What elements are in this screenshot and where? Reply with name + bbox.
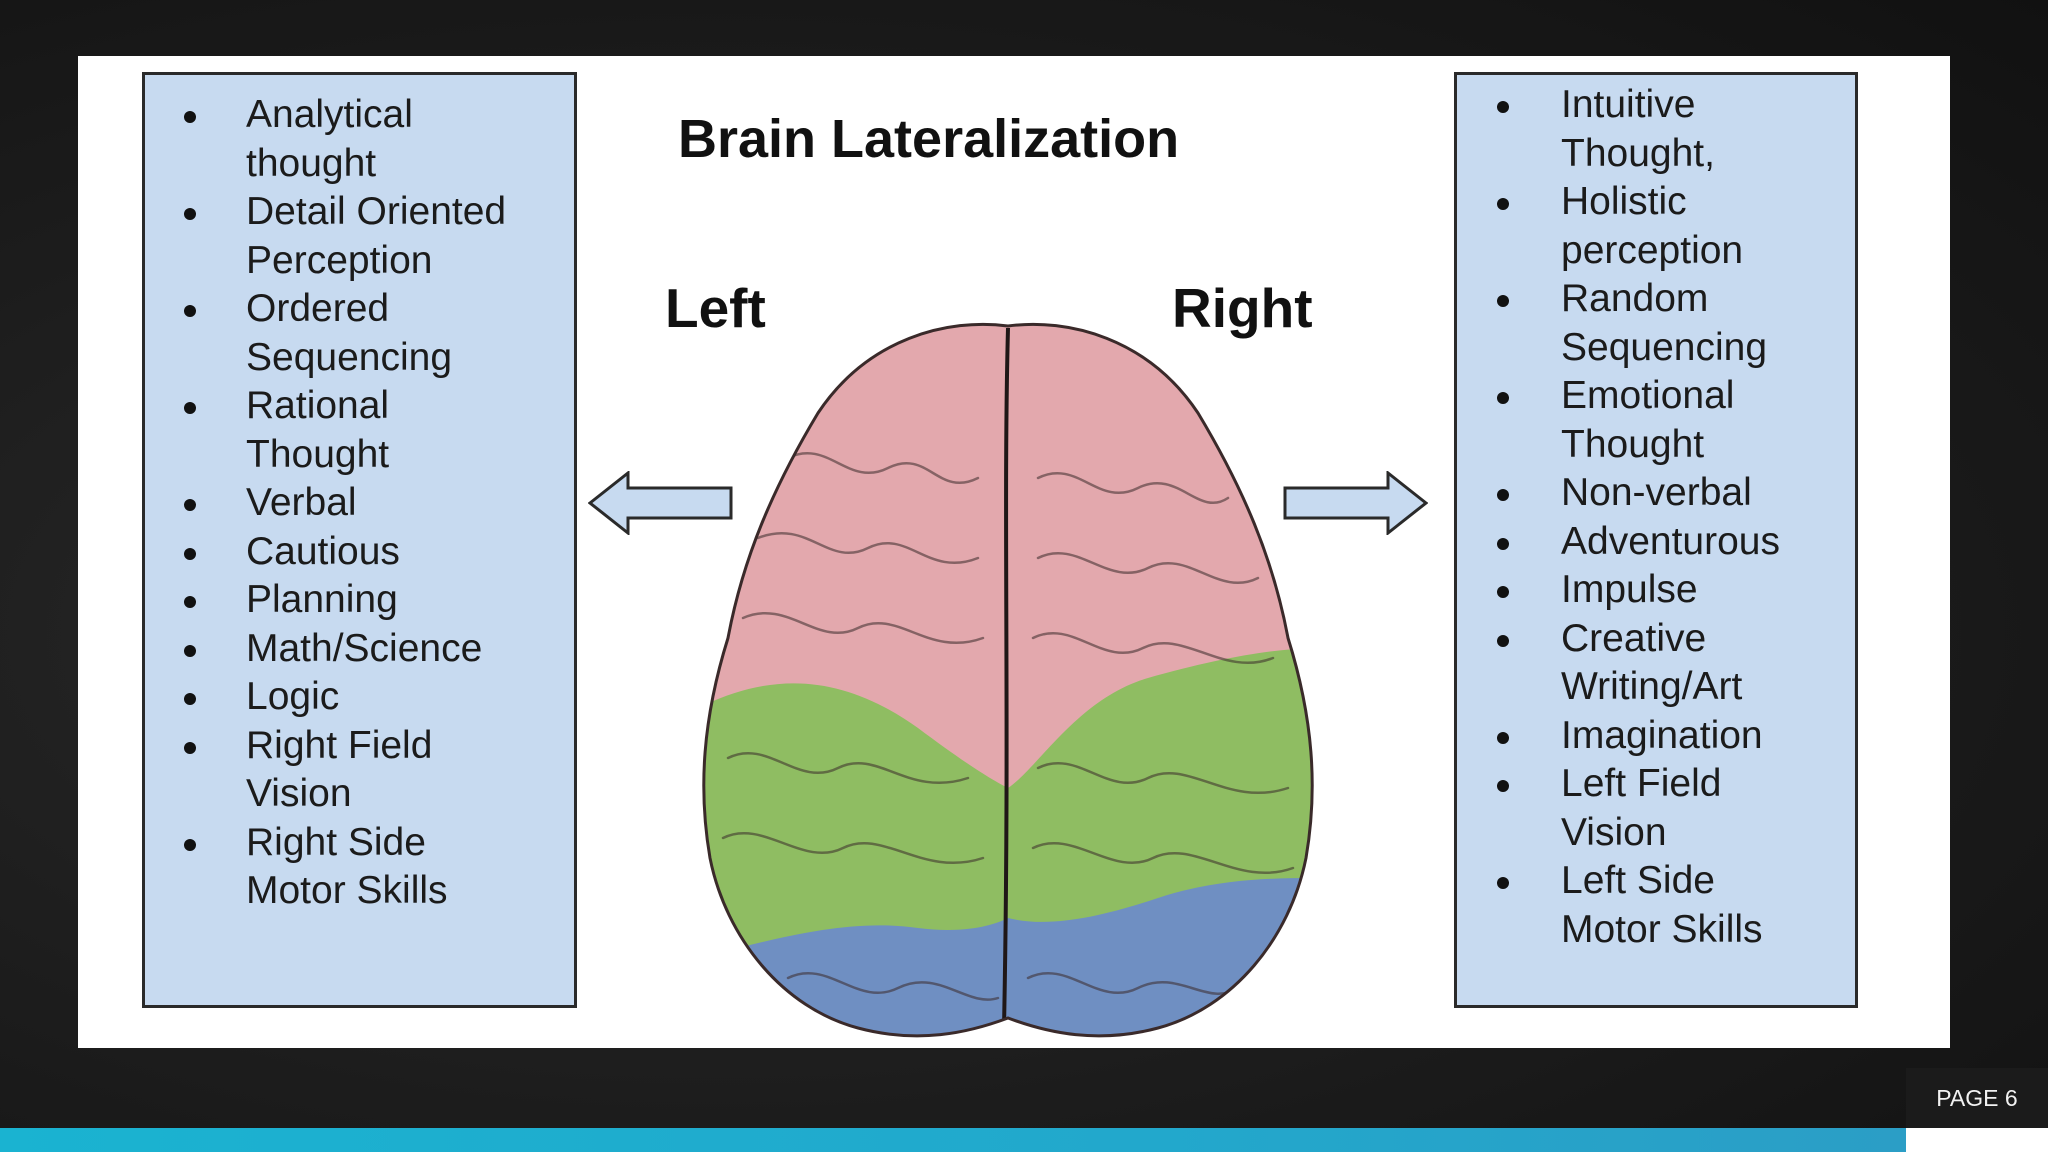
page-number-tab: PAGE 6 bbox=[1906, 1068, 2048, 1128]
right-trait-item: Non-verbal bbox=[1457, 469, 1821, 518]
left-trait-item: Verbal bbox=[145, 479, 546, 528]
brain-illustration bbox=[702, 322, 1314, 1038]
right-trait-item: Left Field Vision bbox=[1457, 760, 1761, 857]
left-trait-item: Planning bbox=[145, 576, 546, 625]
bottom-accent-bar bbox=[0, 1128, 1906, 1152]
page-number-label: PAGE 6 bbox=[1936, 1084, 2018, 1111]
left-traits-panel: Analytical thought Detail Oriented Perce… bbox=[142, 72, 577, 1008]
right-trait-item: Adventurous bbox=[1457, 518, 1821, 567]
left-trait-item: Right Field Vision bbox=[145, 722, 456, 819]
right-trait-item: Holistic perception bbox=[1457, 178, 1771, 275]
right-trait-item: Random Sequencing bbox=[1457, 275, 1791, 372]
longitudinal-fissure bbox=[1002, 327, 1010, 1029]
left-trait-item: Math/Science bbox=[145, 625, 546, 674]
bottom-bar-end bbox=[1906, 1128, 2048, 1152]
left-trait-item: Detail Oriented Perception bbox=[145, 188, 546, 285]
left-trait-item: Ordered Sequencing bbox=[145, 285, 476, 382]
right-hemisphere-label: Right bbox=[1172, 277, 1313, 339]
left-trait-item: Logic bbox=[145, 673, 546, 722]
left-hemisphere-label: Left bbox=[665, 277, 766, 339]
slide-figure: Analytical thought Detail Oriented Perce… bbox=[78, 56, 1950, 1048]
right-trait-item: Intuitive Thought, bbox=[1457, 81, 1796, 178]
occipital-lobe-region bbox=[703, 878, 1313, 1036]
right-traits-panel: Intuitive Thought, Holistic perception R… bbox=[1454, 72, 1858, 1008]
right-trait-item: Impulse bbox=[1457, 566, 1821, 615]
right-trait-item: Emotional Thought bbox=[1457, 372, 1771, 469]
right-trait-item: Creative Writing/Art bbox=[1457, 615, 1791, 712]
right-trait-item: Left Side Motor Skills bbox=[1457, 857, 1781, 954]
left-trait-item: Rational Thought bbox=[145, 382, 446, 479]
left-trait-item: Right Side Motor Skills bbox=[145, 819, 476, 916]
right-traits-list: Intuitive Thought, Holistic perception R… bbox=[1457, 75, 1855, 954]
left-trait-item: Analytical thought bbox=[145, 91, 476, 188]
right-arrow-icon bbox=[1283, 471, 1428, 535]
left-trait-item: Cautious bbox=[145, 528, 546, 577]
right-trait-item: Imagination bbox=[1457, 712, 1821, 761]
figure-title: Brain Lateralization bbox=[678, 109, 1180, 169]
left-traits-list: Analytical thought Detail Oriented Perce… bbox=[145, 75, 574, 916]
left-arrow-icon bbox=[588, 471, 733, 535]
